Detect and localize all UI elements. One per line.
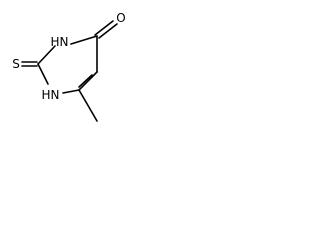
nh-bottom-hydrogen-label: H <box>41 88 50 102</box>
bond-c6-methyl <box>78 89 98 122</box>
bond-c5-c6-inner <box>78 74 93 88</box>
bond-c6-n1 <box>62 89 80 94</box>
nh-top-nitrogen-label: N <box>60 35 69 49</box>
nh-top-hydrogen-label: H <box>50 35 59 49</box>
nh-bottom-nitrogen-label: N <box>51 88 60 102</box>
bond-c4-o-2 <box>98 23 118 39</box>
bond-c2-n3 <box>37 45 56 65</box>
bond-c4-o-1 <box>94 20 114 36</box>
bond-c5-c6 <box>78 71 98 91</box>
sulfur-atom-label: S <box>12 57 20 71</box>
bond-n1-c2 <box>37 63 49 85</box>
bond-n3-c4 <box>70 35 98 45</box>
molecule-structure: O S H N H N <box>12 11 126 122</box>
oxygen-atom-label: O <box>116 11 125 25</box>
